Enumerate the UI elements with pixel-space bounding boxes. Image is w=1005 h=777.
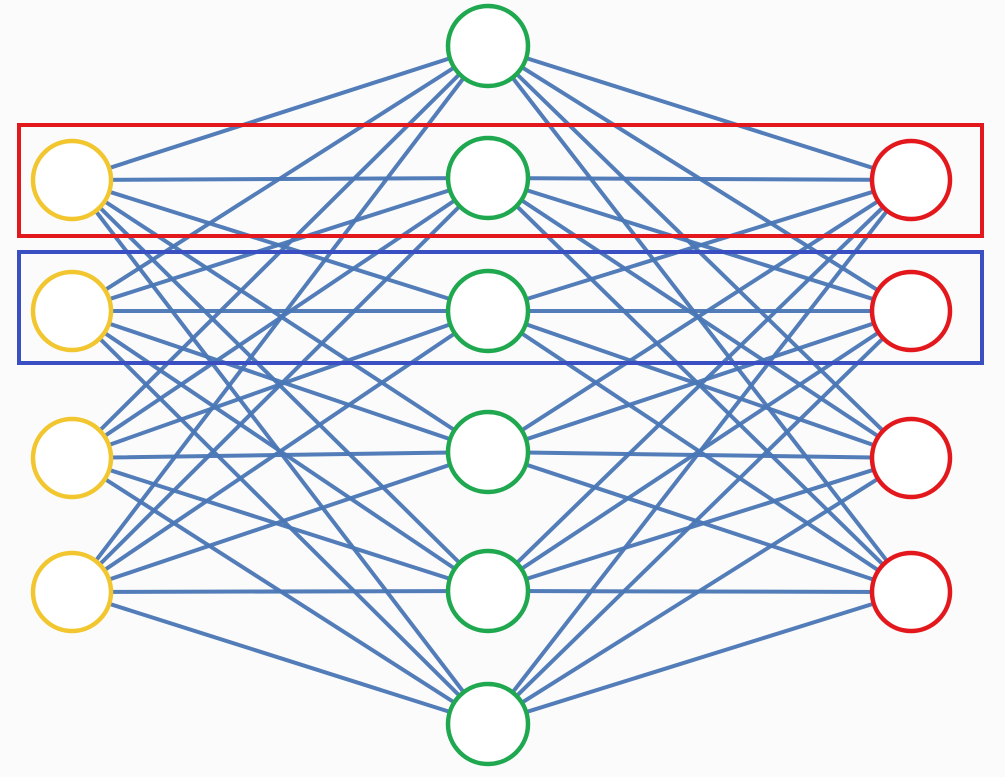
hidden-node-5 (445, 548, 531, 634)
hidden-node-1 (445, 3, 531, 89)
edge-hidden-6-output-2 (486, 309, 913, 726)
edge-input-2-hidden-1 (70, 44, 490, 313)
output-node-4 (869, 550, 953, 634)
edge-hidden-5-output-1 (486, 178, 913, 593)
hidden-node-2 (445, 135, 531, 221)
highlight-box-row-1 (17, 123, 984, 238)
output-node-1 (869, 138, 953, 222)
edge-input-4-hidden-4 (70, 450, 490, 594)
edge-input-3-hidden-5 (70, 456, 490, 593)
edge-input-4-hidden-3 (70, 309, 490, 594)
edge-hidden-1-output-1 (486, 44, 913, 182)
edge-hidden-3-output-1 (486, 178, 913, 313)
edge-input-4-hidden-2 (70, 176, 490, 594)
input-node-2 (30, 269, 114, 353)
edge-hidden-4-output-1 (486, 178, 913, 454)
connection-edges (70, 44, 913, 726)
edge-hidden-6-output-1 (486, 178, 913, 726)
edge-input-3-hidden-4 (70, 450, 490, 460)
edge-input-4-hidden-6 (70, 590, 490, 726)
edge-hidden-2-output-1 (486, 176, 913, 182)
edge-input-4-hidden-1 (70, 44, 490, 594)
edge-hidden-4-output-4 (486, 450, 913, 594)
edge-input-2-hidden-2 (70, 176, 490, 313)
hidden-node-6 (445, 681, 531, 767)
output-node-3 (869, 416, 953, 500)
output-node-2 (869, 269, 953, 353)
network-nodes (30, 3, 953, 767)
edge-hidden-6-output-4 (486, 590, 913, 726)
hidden-node-4 (445, 409, 531, 495)
edge-hidden-6-output-3 (486, 456, 913, 726)
edge-hidden-5-output-3 (486, 456, 913, 593)
hidden-node-3 (445, 268, 531, 354)
input-node-3 (30, 416, 114, 500)
edge-input-2-hidden-4 (70, 309, 490, 454)
edge-input-4-hidden-5 (70, 589, 490, 594)
highlight-boxes (17, 123, 984, 365)
edge-input-2-hidden-6 (70, 309, 490, 726)
edge-hidden-4-output-2 (486, 309, 913, 454)
highlight-box-row-2 (17, 250, 984, 365)
input-node-4 (30, 550, 114, 634)
edge-input-1-hidden-1 (70, 44, 490, 182)
input-node-1 (30, 138, 114, 222)
